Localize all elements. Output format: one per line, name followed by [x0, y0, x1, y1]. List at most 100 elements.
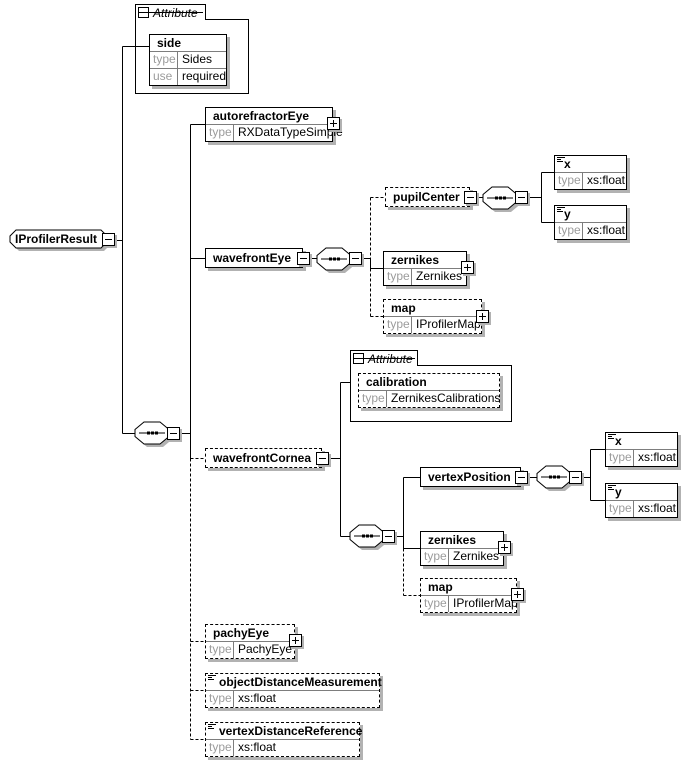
row-value: xs:float [238, 740, 277, 754]
row-value: IProfilerMap [453, 596, 518, 610]
element-name: map [391, 301, 416, 315]
collapse-toggle-icon[interactable] [515, 471, 528, 484]
annotation-icon [557, 207, 565, 213]
collapse-toggle-icon[interactable] [102, 233, 115, 246]
annotation-icon [608, 434, 616, 440]
element-pupil-x[interactable]: x type xs:float [554, 155, 627, 190]
row-label: type [359, 391, 387, 407]
expand-toggle-icon[interactable] [476, 310, 489, 323]
type-row: type xs:float [555, 222, 626, 239]
attribute-container-calibration [350, 365, 512, 422]
element-name: map [428, 580, 453, 594]
row-value: xs:float [238, 691, 277, 705]
sequence-icon[interactable] [482, 186, 524, 216]
row-value: RXDataTypeSimple [238, 125, 343, 139]
expand-toggle-icon[interactable] [289, 634, 302, 647]
element-autorefractoreye[interactable]: autorefractorEye type RXDataTypeSimple [205, 107, 343, 142]
expand-toggle-icon[interactable] [498, 541, 511, 554]
attribute-box-calibration[interactable]: calibration type ZernikesCalibrations [358, 373, 500, 408]
attribute-tab-calibration: Attribute [350, 350, 418, 366]
type-row: type xs:float [206, 739, 359, 756]
element-name: objectDistanceMeasurement [219, 675, 382, 689]
collapse-toggle-icon[interactable] [297, 252, 310, 265]
element-vertex-x[interactable]: x type xs:float [605, 432, 678, 467]
row-label: type [421, 596, 449, 612]
type-row: type ZernikesCalibrations [359, 390, 501, 407]
element-eye-map[interactable]: map type IProfilerMap [383, 299, 482, 334]
collapse-toggle-icon[interactable] [167, 427, 180, 440]
row-label: type [606, 450, 634, 466]
element-objectdistancemeasurement[interactable]: objectDistanceMeasurement type xs:float [205, 673, 382, 708]
solid-connectors [114, 46, 606, 549]
type-row: type Zernikes [384, 268, 466, 285]
sequence-icon[interactable] [349, 524, 391, 554]
type-row: type Sides [150, 51, 226, 68]
element-pupil-y[interactable]: y type xs:float [554, 205, 627, 240]
row-label: type [555, 223, 583, 239]
root-element-shape [9, 229, 110, 251]
element-pachyeye[interactable]: pachyEye type PachyEye [205, 624, 295, 659]
collapse-toggle-icon[interactable] [138, 7, 149, 18]
type-row: type IProfilerMap [384, 316, 481, 333]
row-label: type [384, 269, 412, 285]
row-label: type [555, 173, 583, 189]
annotation-icon [557, 157, 565, 163]
collapse-toggle-icon[interactable] [349, 252, 362, 265]
element-cornea-zernikes[interactable]: zernikes type Zernikes [420, 531, 504, 566]
row-value: ZernikesCalibrations [391, 391, 501, 405]
row-value: PachyEye [238, 642, 293, 656]
row-value: xs:float [587, 173, 626, 187]
type-row: type xs:float [606, 449, 677, 466]
type-row: type Zernikes [421, 548, 503, 565]
dashed-connectors [190, 197, 421, 740]
row-label: type [206, 125, 234, 141]
element-name: y [615, 485, 622, 499]
collapse-toggle-icon[interactable] [464, 191, 477, 204]
type-row: type IProfilerMap [421, 595, 518, 612]
row-value: Zernikes [453, 549, 500, 563]
type-row: type xs:float [206, 690, 379, 707]
element-wavefronteye[interactable]: wavefrontEye [205, 248, 303, 268]
type-row: type xs:float [555, 172, 626, 189]
sequence-icon[interactable] [316, 247, 358, 277]
expand-toggle-icon[interactable] [461, 261, 474, 274]
attribute-box-side[interactable]: side type Sides use required [149, 34, 227, 86]
row-value: Zernikes [416, 269, 463, 283]
annotation-icon [208, 675, 216, 681]
row-label: type [606, 501, 634, 517]
element-name: y [564, 207, 571, 221]
attribute-tab-side: Attribute [135, 4, 206, 20]
element-name: vertexDistanceReference [219, 724, 363, 738]
row-label: use [150, 69, 178, 85]
element-vertexposition[interactable]: vertexPosition [420, 467, 521, 487]
collapse-toggle-icon[interactable] [382, 530, 395, 543]
root-element-iprofilerresult[interactable]: IProfilerResult [15, 232, 98, 246]
row-value: IProfilerMap [416, 317, 481, 331]
sequence-icon[interactable] [536, 465, 578, 495]
attribute-label: Attribute [368, 351, 413, 366]
element-name: zernikes [428, 533, 477, 547]
collapse-toggle-icon[interactable] [353, 353, 364, 364]
annotation-icon [608, 485, 616, 491]
element-name: pachyEye [213, 626, 270, 640]
element-name: x [615, 434, 622, 448]
collapse-toggle-icon[interactable] [316, 452, 329, 465]
collapse-toggle-icon[interactable] [515, 191, 528, 204]
element-name: x [564, 157, 571, 171]
expand-toggle-icon[interactable] [327, 117, 340, 130]
sequence-icon[interactable] [134, 421, 176, 451]
row-value: xs:float [638, 450, 677, 464]
annotation-icon [208, 724, 216, 730]
element-vertex-y[interactable]: y type xs:float [605, 483, 678, 518]
row-label: type [206, 740, 234, 756]
type-row: type xs:float [606, 500, 677, 517]
element-vertexdistancereference[interactable]: vertexDistanceReference type xs:float [205, 722, 363, 757]
element-wavefrontcornea[interactable]: wavefrontCornea [205, 448, 322, 468]
expand-toggle-icon[interactable] [511, 588, 524, 601]
row-value: xs:float [638, 501, 677, 515]
element-eye-zernikes[interactable]: zernikes type Zernikes [383, 251, 467, 286]
element-pupilcenter[interactable]: pupilCenter [385, 187, 470, 207]
element-cornea-map[interactable]: map type IProfilerMap [420, 578, 518, 613]
collapse-toggle-icon[interactable] [569, 471, 582, 484]
